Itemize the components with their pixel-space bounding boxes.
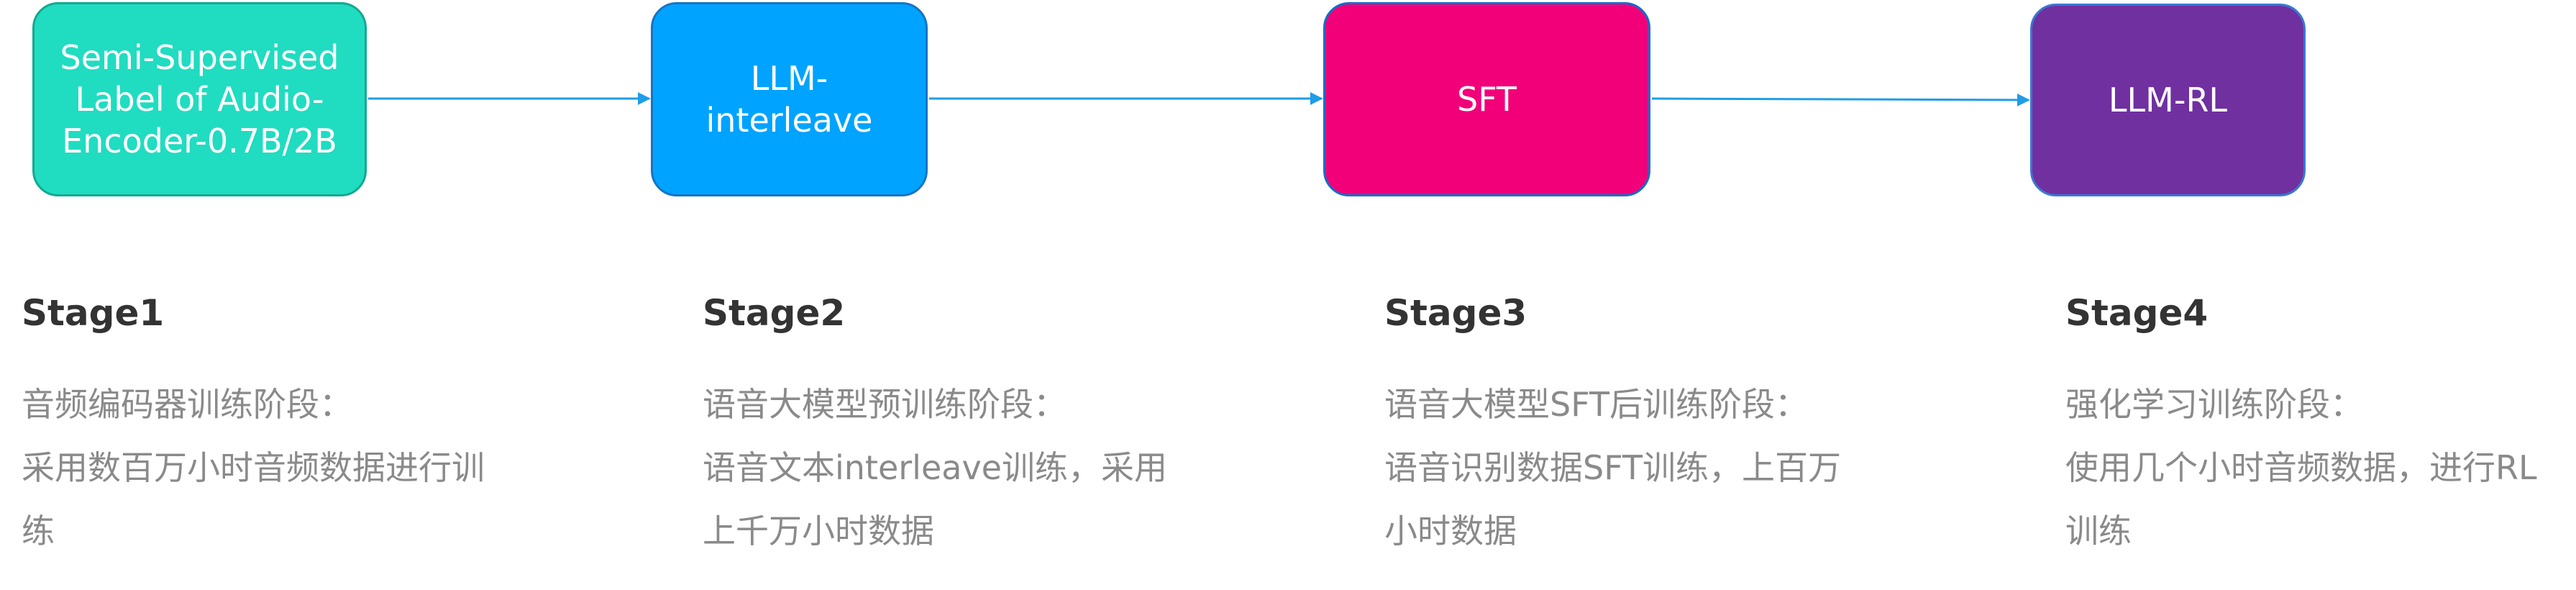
box-llm-interleave-text: LLM- interleave bbox=[705, 59, 873, 140]
box-sft-text: SFT bbox=[1457, 80, 1517, 119]
stage-4-title: Stage4 bbox=[2065, 292, 2209, 334]
stage-4-desc-line: 训练 bbox=[2065, 512, 2132, 550]
box-audio-encoder-label: Semi-Supervised Label of Audio- Encoder-… bbox=[32, 2, 367, 196]
stage-3-section: Stage3 语音大模型SFT后训练阶段： 语音识别数据SFT训练，上百万 小时… bbox=[1384, 288, 1931, 563]
stage-1-desc-line: 音频编码器训练阶段： bbox=[22, 385, 352, 424]
stage-2-desc-line: 语音文本interleave训练，采用 bbox=[703, 448, 1167, 487]
stage-2-description: 语音大模型预训练阶段： 语音文本interleave训练，采用 上千万小时数据 bbox=[703, 373, 1249, 563]
stage-2-title: Stage2 bbox=[703, 292, 846, 334]
stage-1-section: Stage1 音频编码器训练阶段： 采用数百万小时音频数据进行训 练 bbox=[22, 288, 568, 563]
stage-1-desc-line: 采用数百万小时音频数据进行训 bbox=[22, 448, 485, 487]
box-llm-rl-text: LLM-RL bbox=[2108, 81, 2228, 119]
stage-3-description: 语音大模型SFT后训练阶段： 语音识别数据SFT训练，上百万 小时数据 bbox=[1384, 373, 1931, 563]
stage-1-desc-line: 练 bbox=[22, 512, 55, 550]
box-sft: SFT bbox=[1323, 2, 1650, 196]
stage-3-desc-line: 小时数据 bbox=[1384, 512, 1517, 550]
stage-1-title: Stage1 bbox=[22, 292, 165, 334]
stage-4-section: Stage4 强化学习训练阶段： 使用几个小时音频数据，进行RL 训练 bbox=[2065, 288, 2576, 563]
stage-4-desc-line: 强化学习训练阶段： bbox=[2065, 385, 2363, 424]
stage-4-description: 强化学习训练阶段： 使用几个小时音频数据，进行RL 训练 bbox=[2065, 373, 2576, 563]
arrow-stage3-to-stage4 bbox=[1651, 93, 2030, 106]
stage-1-description: 音频编码器训练阶段： 采用数百万小时音频数据进行训 练 bbox=[22, 373, 568, 563]
stage-3-desc-line: 语音大模型SFT后训练阶段： bbox=[1384, 385, 1808, 424]
stage-3-desc-line: 语音识别数据SFT训练，上百万 bbox=[1384, 448, 1841, 487]
stage-3-title: Stage3 bbox=[1384, 292, 1527, 334]
stage-2-desc-line: 语音大模型预训练阶段： bbox=[703, 385, 1067, 424]
stage-2-section: Stage2 语音大模型预训练阶段： 语音文本interleave训练，采用 上… bbox=[703, 288, 1249, 563]
box-llm-interleave: LLM- interleave bbox=[651, 2, 928, 196]
stage-2-desc-line: 上千万小时数据 bbox=[703, 512, 934, 550]
box-audio-encoder-label-text: Semi-Supervised Label of Audio- Encoder-… bbox=[60, 38, 339, 160]
stage-4-desc-line: 使用几个小时音频数据，进行RL bbox=[2065, 448, 2537, 487]
box-llm-rl: LLM-RL bbox=[2030, 4, 2306, 196]
